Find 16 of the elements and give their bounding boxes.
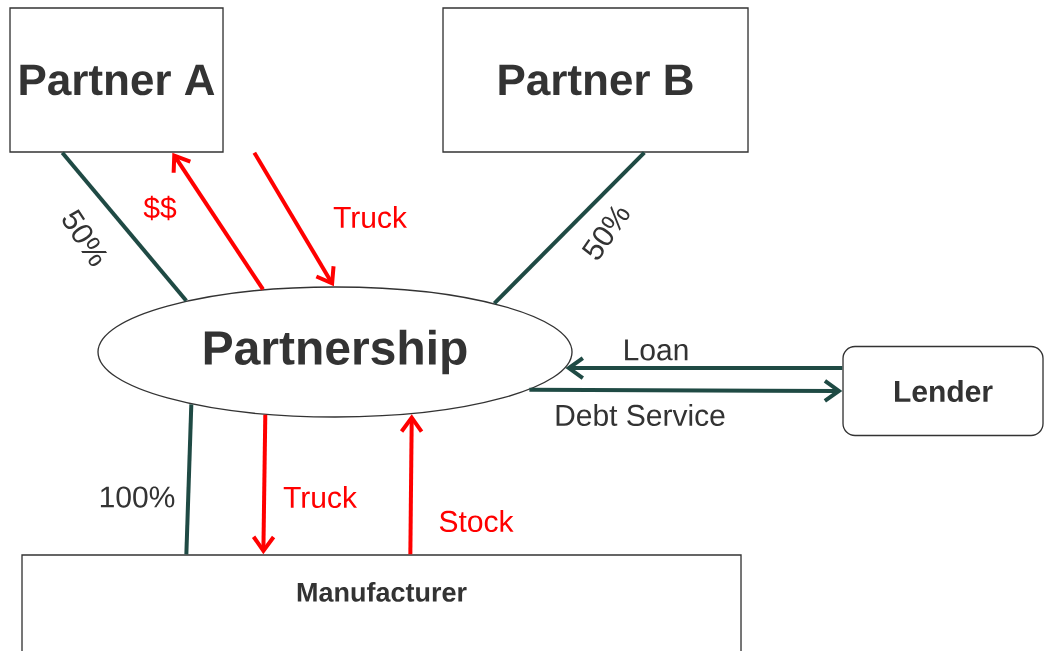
edge-label: Truck xyxy=(283,486,357,508)
partner-box: Partner B xyxy=(442,7,749,153)
lender-box: Lender xyxy=(842,345,1044,437)
arrow xyxy=(251,414,276,555)
edge-label: Truck xyxy=(333,206,407,228)
edge-label: 100% xyxy=(100,486,175,508)
arrow xyxy=(565,356,843,380)
arrow xyxy=(252,151,336,287)
edge-label: Loan xyxy=(625,339,688,361)
arrow xyxy=(529,379,843,403)
manufacturer-box: Manufacturer xyxy=(21,554,742,651)
edge-label: Stock xyxy=(439,510,514,532)
edge-label: $$ xyxy=(143,195,177,221)
arrow xyxy=(171,152,265,291)
partner-box: Partner A xyxy=(9,7,224,153)
arrow xyxy=(399,414,424,555)
